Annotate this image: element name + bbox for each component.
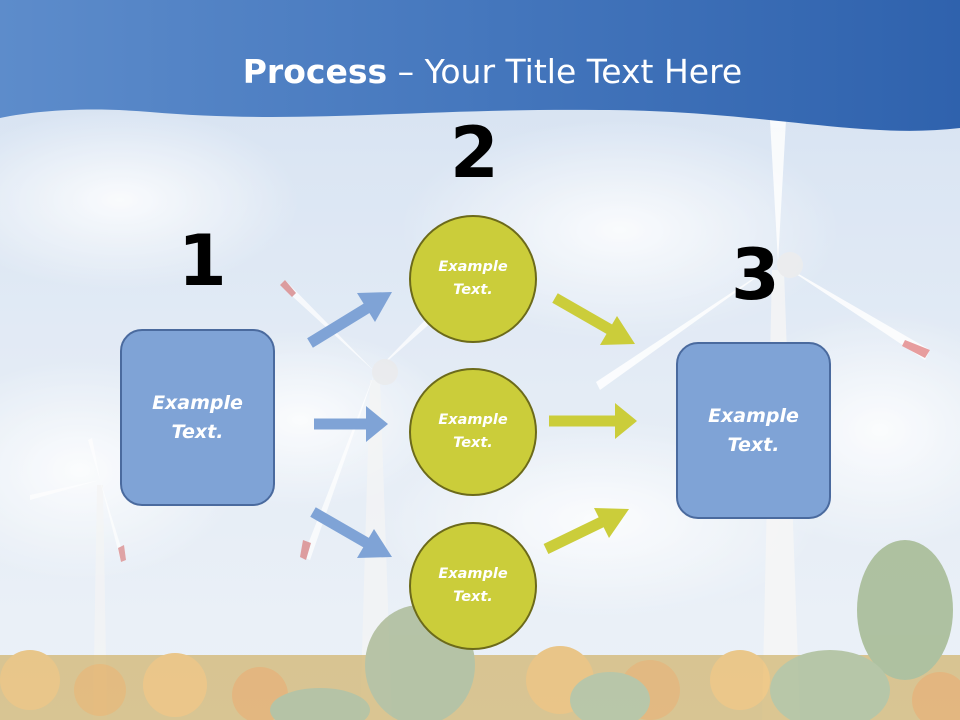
title-bold: Process — [242, 52, 388, 91]
step-number-1: 1 — [178, 220, 227, 302]
circle-bottom-text: Example Text. — [438, 566, 508, 605]
left-box-text: Example Text. — [152, 391, 243, 443]
header-banner — [0, 0, 960, 131]
blue-arrow-down — [310, 507, 392, 558]
yellow-arrow-down — [552, 293, 635, 345]
step-number-2: 2 — [450, 112, 499, 194]
title-rest: – Your Title Text Here — [387, 52, 743, 91]
blue-arrow-up — [307, 292, 392, 348]
circle-bottom: Example Text. — [409, 522, 537, 650]
page-title: Process – Your Title Text Here — [0, 52, 960, 91]
circle-top-text: Example Text. — [438, 259, 508, 298]
step-number-3: 3 — [731, 234, 780, 316]
blue-arrow-middle — [314, 406, 388, 442]
right-box-text: Example Text. — [708, 404, 799, 456]
circle-middle-text: Example Text. — [438, 412, 508, 451]
right-process-box: Example Text. — [676, 342, 831, 519]
yellow-arrow-up — [543, 508, 629, 554]
sunflower-field — [0, 540, 960, 720]
left-process-box: Example Text. — [120, 329, 275, 506]
yellow-arrow-middle — [549, 403, 637, 439]
circle-middle: Example Text. — [409, 368, 537, 496]
circle-top: Example Text. — [409, 215, 537, 343]
